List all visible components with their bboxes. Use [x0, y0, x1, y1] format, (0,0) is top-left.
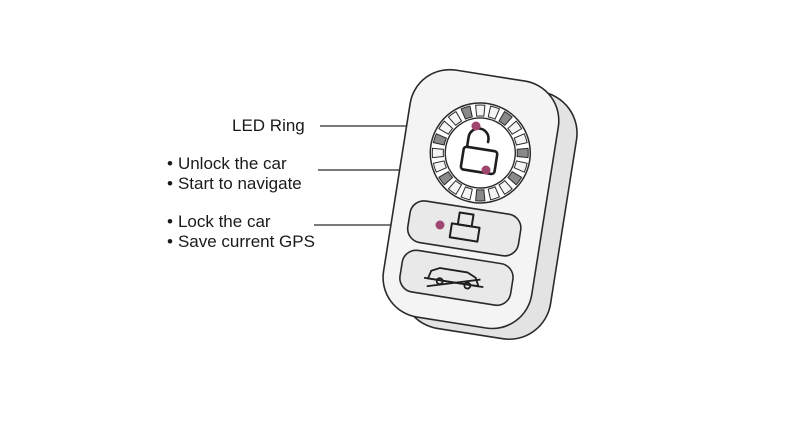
marker-lock-button: [435, 220, 445, 230]
led-segment: [487, 105, 501, 120]
callout-line: •Start to navigate: [167, 174, 302, 194]
lock-button[interactable]: [406, 199, 523, 258]
unlock-car-label: Unlock the car: [177, 154, 287, 173]
bullet-icon: •: [167, 232, 173, 251]
key-fob: [382, 68, 578, 341]
bullet-icon: •: [167, 212, 173, 231]
led-segment: [432, 160, 448, 173]
callout-center-button: •Unlock the car •Start to navigate: [167, 154, 302, 194]
led-segment: [475, 104, 486, 117]
bullet-icon: •: [167, 154, 173, 173]
callout-line: •Lock the car: [167, 212, 315, 232]
start-navigate-label: Start to navigate: [177, 174, 302, 193]
led-segment: [513, 160, 528, 173]
marker-center-button: [481, 165, 491, 175]
led-segment: [487, 186, 501, 201]
led-segment: [460, 186, 473, 201]
led-segment: [460, 105, 473, 120]
led-segment: [438, 120, 454, 135]
led-segment: [447, 179, 463, 196]
marker-led-ring: [471, 121, 481, 131]
led-segment: [432, 133, 448, 146]
car-icon: [423, 267, 484, 290]
callout-line: •Unlock the car: [167, 154, 302, 174]
callout-line: •Save current GPS: [167, 232, 315, 252]
led-segment: [516, 147, 529, 159]
led-ring-label: LED Ring: [232, 116, 305, 135]
lock-car-label: Lock the car: [177, 212, 271, 231]
bullet-icon: •: [167, 174, 173, 193]
led-segment: [438, 171, 454, 186]
led-segment: [507, 120, 523, 135]
callout-led-ring: LED Ring: [232, 116, 305, 136]
led-segment: [498, 110, 513, 126]
led-segment: [498, 179, 513, 196]
led-segment: [507, 171, 523, 186]
car-button[interactable]: [398, 248, 515, 307]
led-segment: [447, 110, 463, 126]
callout-lock-button: •Lock the car •Save current GPS: [167, 212, 315, 252]
lock-padlock-icon: [448, 211, 481, 243]
led-segment: [431, 147, 444, 159]
led-segment: [475, 189, 486, 202]
unlock-padlock-icon: [459, 127, 499, 176]
led-segment: [513, 133, 528, 146]
center-button[interactable]: [441, 114, 519, 192]
save-gps-label: Save current GPS: [177, 232, 315, 251]
